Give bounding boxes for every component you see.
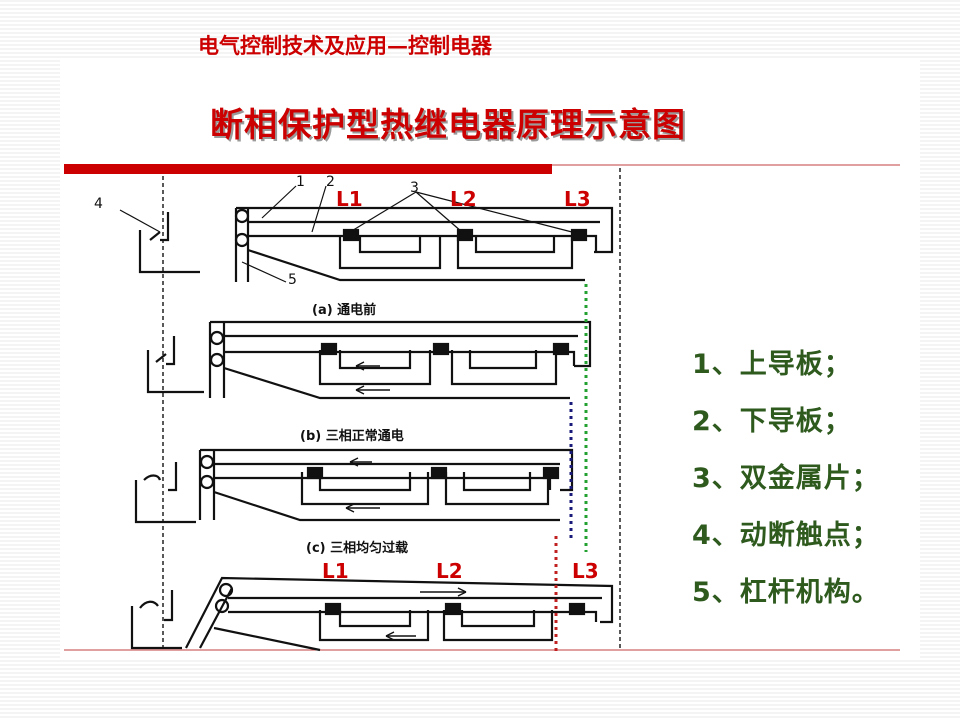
title-underline-bar <box>64 164 552 174</box>
caption-b: (b) 三相正常通电 <box>300 428 404 444</box>
course-title: 电气控制技术及应用—控制电器 <box>198 33 492 58</box>
caption-c: (c) 三相均匀过载 <box>306 540 408 556</box>
phase-label-l3-bottom: L3 <box>572 559 599 583</box>
phase-label-l2-top: L2 <box>450 187 477 211</box>
legend-item: 2、下导板； <box>692 406 852 437</box>
number-4: 4 <box>94 196 103 212</box>
phase-label-l1-bottom: L1 <box>322 559 349 583</box>
legend-item: 3、双金属片； <box>692 463 880 494</box>
phase-label-l3-top: L3 <box>564 187 591 211</box>
parts-legend: 1、上导板； 2、下导板； 3、双金属片； 4、动断触点； 5、杠杆机构。 <box>692 340 880 625</box>
number-1: 1 <box>296 174 305 190</box>
legend-item: 4、动断触点； <box>692 520 880 551</box>
phase-label-l1-top: L1 <box>336 187 363 211</box>
diagram-d <box>130 576 614 652</box>
caption-a: (a) 通电前 <box>312 302 376 318</box>
number-3: 3 <box>410 180 419 196</box>
diagram-c <box>134 448 574 524</box>
legend-item: 1、上导板； <box>692 349 852 380</box>
diagram-a <box>119 185 614 283</box>
number-2: 2 <box>326 174 335 190</box>
number-5: 5 <box>288 272 297 288</box>
diagram-b <box>146 320 592 400</box>
legend-item: 5、杠杆机构。 <box>692 577 880 608</box>
phase-label-l2-bottom: L2 <box>436 559 463 583</box>
main-title: 断相保护型热继电器原理示意图 <box>210 105 686 144</box>
